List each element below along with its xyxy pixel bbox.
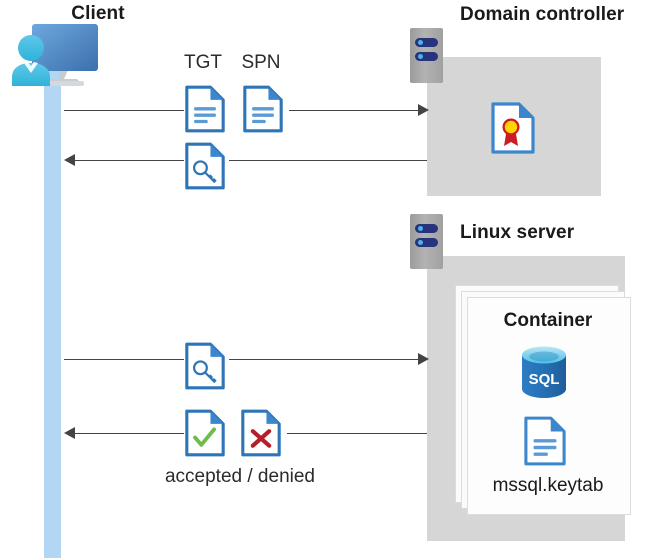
accepted-document-icon xyxy=(185,408,225,458)
keytab-document-icon xyxy=(524,415,566,467)
message-4-line-left xyxy=(74,433,184,434)
message-2-line-right xyxy=(229,160,427,161)
denied-document-icon xyxy=(241,408,281,458)
message-1-line-right xyxy=(289,110,419,111)
spn-document-icon xyxy=(243,84,283,134)
tgt-label: TGT xyxy=(184,52,222,73)
client-lifeline xyxy=(44,62,61,558)
accepted-denied-label: accepted / denied xyxy=(164,466,315,487)
domain-controller-title: Domain controller xyxy=(460,4,625,25)
message-4-arrowhead xyxy=(64,427,75,439)
spn-label: SPN xyxy=(241,52,281,73)
sql-database-icon: SQL xyxy=(518,344,570,400)
message-4-line-right xyxy=(287,433,427,434)
svg-text:SQL: SQL xyxy=(529,371,560,388)
rack-led-2 xyxy=(418,54,423,59)
key-document-icon-1 xyxy=(185,141,225,191)
message-2-line-left xyxy=(74,160,184,161)
keytab-label: mssql.keytab xyxy=(492,475,604,496)
rack-bar-1 xyxy=(415,224,438,233)
client-icon xyxy=(10,22,115,88)
message-1-arrowhead xyxy=(418,104,429,116)
container-card-front xyxy=(467,297,631,515)
rack-led-1 xyxy=(418,40,423,45)
linux-server-title: Linux server xyxy=(460,222,575,243)
message-3-line-right xyxy=(229,359,419,360)
rack-led-1 xyxy=(418,226,423,231)
message-3-line-left xyxy=(64,359,184,360)
rack-bar-1 xyxy=(415,38,438,47)
message-1-line-left xyxy=(64,110,184,111)
message-3-arrowhead xyxy=(418,353,429,365)
container-title: Container xyxy=(503,310,593,331)
tgt-document-icon xyxy=(185,84,225,134)
rack-bar-2 xyxy=(415,238,438,247)
linux-server-server-rack-icon xyxy=(410,214,443,269)
rack-led-2 xyxy=(418,240,423,245)
key-document-icon-2 xyxy=(185,341,225,391)
certificate-document-icon xyxy=(491,102,535,154)
message-2-arrowhead xyxy=(64,154,75,166)
domain-controller-server-rack-icon xyxy=(410,28,443,83)
client-title: Client xyxy=(71,3,125,24)
rack-bar-2 xyxy=(415,52,438,61)
